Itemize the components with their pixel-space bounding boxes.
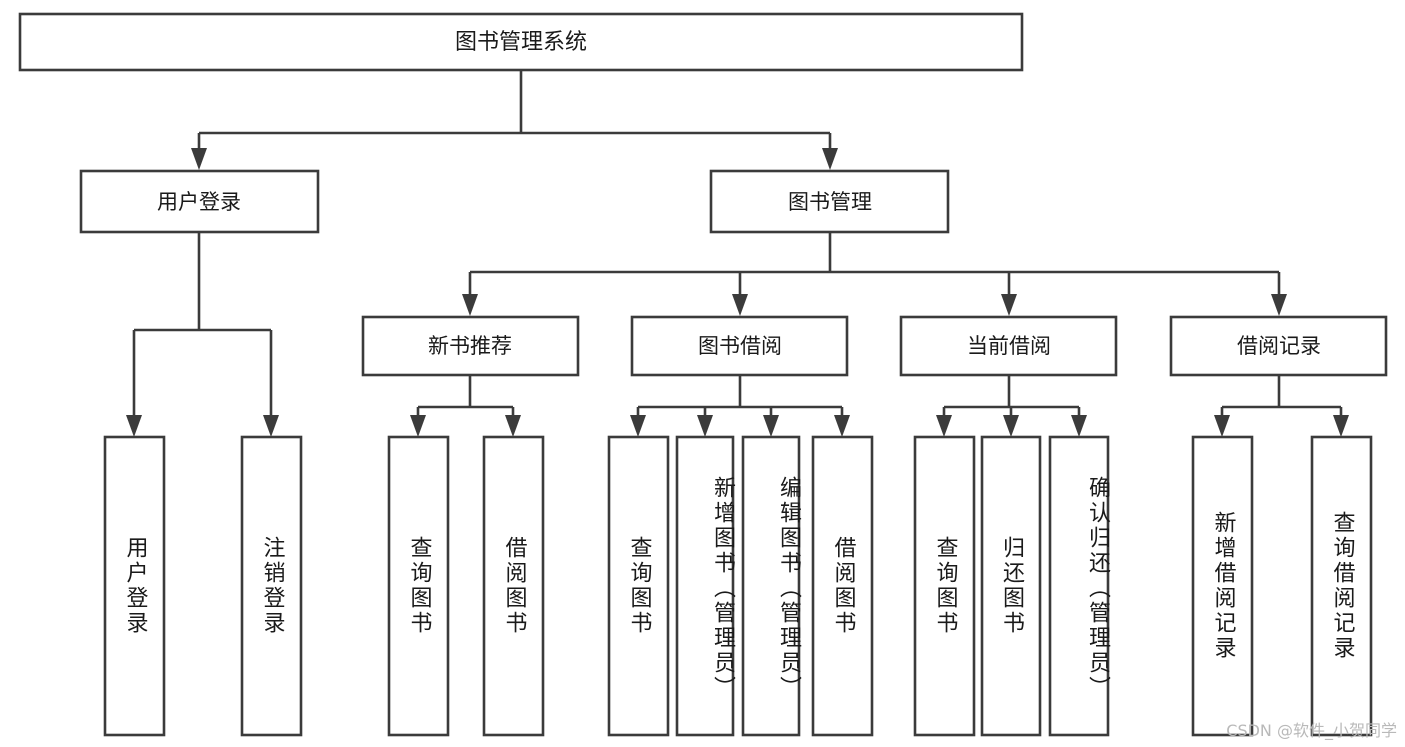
node-root-label: 图书管理系统 <box>455 30 587 55</box>
node-book-borrow-box[interactable] <box>630 315 849 377</box>
arrow-head-bb-leaf-3 <box>763 415 779 437</box>
leaf-box-cb-confirm-return[interactable] <box>1048 435 1110 737</box>
leaf-box-bb-edit-book[interactable] <box>741 435 801 737</box>
node-book-borrow-label: 图书借阅 <box>698 334 782 358</box>
arrow-head-book-manage <box>822 148 838 170</box>
connector-new-book-recommend-to-leaves <box>410 375 521 437</box>
arrow-head-new-book-recommend <box>462 294 478 316</box>
arrow-head-bb-leaf-4 <box>834 415 850 437</box>
connector-root-to-level2 <box>191 70 838 170</box>
node-current-borrow-label: 当前借阅 <box>967 334 1051 358</box>
node-borrow-record[interactable]: 借阅记录 <box>1169 315 1388 377</box>
node-current-borrow-box[interactable] <box>899 315 1118 377</box>
leaf-box-bb-query-book[interactable] <box>607 435 670 737</box>
connector-current-borrow-to-leaves <box>936 375 1087 437</box>
node-user-login-label: 用户登录 <box>157 190 241 214</box>
connector-borrow-record-to-leaves <box>1214 375 1349 437</box>
arrow-head-leaf-user-login <box>126 415 142 437</box>
node-book-manage[interactable]: 图书管理 <box>709 169 950 234</box>
arrow-head-current-borrow <box>1001 294 1017 316</box>
node-current-borrow[interactable]: 当前借阅 <box>899 315 1118 377</box>
arrow-head-nbr-leaf-1 <box>410 415 426 437</box>
leaf-box-cb-return-book[interactable] <box>980 435 1042 737</box>
leaf-box-cb-query-book[interactable] <box>913 435 976 737</box>
leaf-box-bb-add-book[interactable] <box>675 435 735 737</box>
arrow-head-bb-leaf-1 <box>630 415 646 437</box>
leaf-boxes <box>103 435 1373 737</box>
node-new-book-recommend[interactable]: 新书推荐 <box>361 315 580 377</box>
node-user-login[interactable]: 用户登录 <box>79 169 320 234</box>
arrow-head-bb-leaf-2 <box>697 415 713 437</box>
connector-user-login-to-leaves <box>126 232 279 437</box>
leaf-box-br-query-record[interactable] <box>1310 435 1373 737</box>
node-root-box[interactable] <box>18 12 1024 72</box>
node-new-book-recommend-box[interactable] <box>361 315 580 377</box>
node-book-manage-label: 图书管理 <box>788 190 872 214</box>
leaf-box-bb-borrow-book[interactable] <box>811 435 874 737</box>
node-book-borrow[interactable]: 图书借阅 <box>630 315 849 377</box>
arrow-head-br-leaf-2 <box>1333 415 1349 437</box>
arrow-head-nbr-leaf-2 <box>505 415 521 437</box>
arrow-head-cb-leaf-3 <box>1071 415 1087 437</box>
node-root[interactable]: 图书管理系统 <box>18 12 1024 72</box>
node-new-book-recommend-label: 新书推荐 <box>428 334 512 358</box>
arrow-head-cb-leaf-2 <box>1003 415 1019 437</box>
node-book-manage-box[interactable] <box>709 169 950 234</box>
leaf-box-user-login[interactable] <box>103 435 166 737</box>
arrow-head-br-leaf-1 <box>1214 415 1230 437</box>
arrow-head-user-login <box>191 148 207 170</box>
arrow-head-cb-leaf-1 <box>936 415 952 437</box>
arrow-head-book-borrow <box>732 294 748 316</box>
node-borrow-record-label: 借阅记录 <box>1237 334 1321 358</box>
leaf-box-nbr-query-book[interactable] <box>387 435 450 737</box>
leaf-box-logout[interactable] <box>240 435 303 737</box>
arrow-head-borrow-record <box>1271 294 1287 316</box>
connector-book-manage-to-level3 <box>462 232 1287 316</box>
leaf-box-br-add-record[interactable] <box>1191 435 1254 737</box>
leaf-box-nbr-borrow-book[interactable] <box>482 435 545 737</box>
connector-book-borrow-to-leaves <box>630 375 850 437</box>
arrow-head-leaf-logout <box>263 415 279 437</box>
node-borrow-record-box[interactable] <box>1169 315 1388 377</box>
